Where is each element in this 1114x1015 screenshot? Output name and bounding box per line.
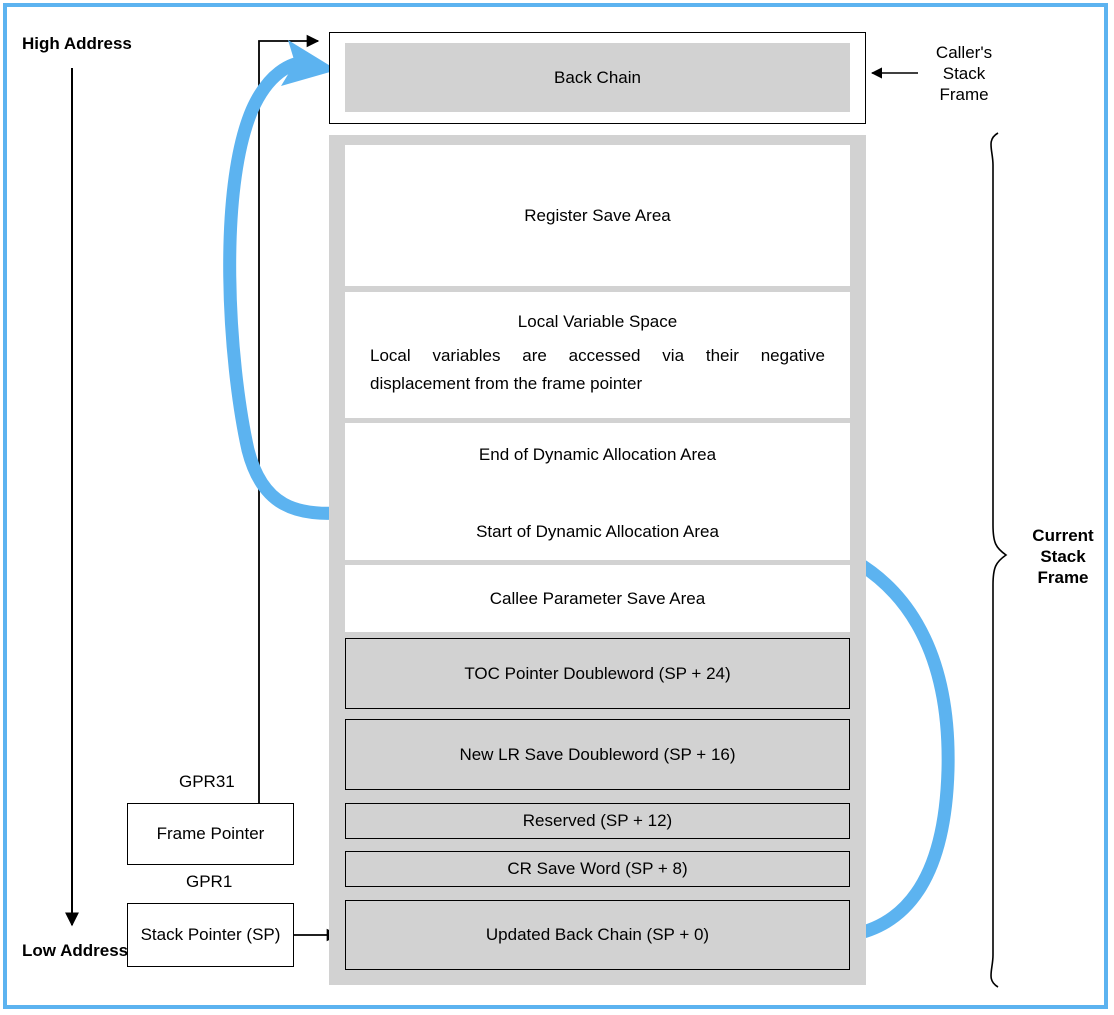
cell-local-variable-space-label: Local Variable Space — [517, 312, 678, 331]
cell-reserved[interactable]: Reserved (SP + 12) — [345, 803, 850, 839]
back-chain-pointer-arrowhead — [281, 40, 337, 86]
cell-toc-pointer-doubleword-label: TOC Pointer Doubleword (SP + 24) — [464, 663, 731, 683]
cell-register-save-area[interactable]: Register Save Area — [345, 145, 850, 286]
cell-local-variable-space-body: Local variables are accessed via their n… — [370, 346, 825, 393]
cell-local-variable-space[interactable]: Local Variable Space Local variables are… — [345, 292, 850, 418]
cell-cr-save-word-label: CR Save Word (SP + 8) — [507, 859, 688, 878]
stack-pointer-box[interactable]: Stack Pointer (SP) — [127, 903, 294, 967]
cell-toc-pointer-doubleword[interactable]: TOC Pointer Doubleword (SP + 24) — [345, 638, 850, 709]
cell-cr-save-word[interactable]: CR Save Word (SP + 8) — [345, 851, 850, 887]
cell-callee-parameter-save-area[interactable]: Callee Parameter Save Area — [345, 565, 850, 632]
frame-pointer-box-label: Frame Pointer — [156, 824, 265, 843]
high-address-label: High Address — [22, 34, 132, 53]
low-address-label: Low Address — [22, 941, 129, 960]
cell-updated-back-chain[interactable]: Updated Back Chain (SP + 0) — [345, 900, 850, 970]
gpr31-label: GPR31 — [179, 772, 235, 791]
callers-stack-frame-label: Caller's Stack Frame — [935, 43, 993, 104]
frame-pointer-box[interactable]: Frame Pointer — [127, 803, 294, 865]
callers-stack-frame-container: Back Chain — [329, 32, 866, 124]
cell-dynamic-allocation-area[interactable]: End of Dynamic Allocation Area Start of … — [345, 423, 850, 560]
current-stack-frame-brace — [990, 132, 1008, 988]
cell-dynamic-allocation-end-label: End of Dynamic Allocation Area — [478, 445, 717, 464]
cell-back-chain-label: Back Chain — [554, 67, 641, 87]
frame-pointer-connector-arrow — [258, 34, 320, 803]
current-stack-frame-container: Register Save Area Local Variable Space … — [329, 135, 866, 985]
cell-new-lr-save-doubleword-label: New LR Save Doubleword (SP + 16) — [459, 744, 736, 764]
gpr1-label: GPR1 — [186, 872, 233, 891]
cell-dynamic-allocation-start-label: Start of Dynamic Allocation Area — [476, 522, 719, 541]
cell-new-lr-save-doubleword[interactable]: New LR Save Doubleword (SP + 16) — [345, 719, 850, 790]
cell-register-save-area-label: Register Save Area — [524, 205, 671, 225]
cell-reserved-label: Reserved (SP + 12) — [522, 811, 673, 830]
cell-updated-back-chain-label: Updated Back Chain (SP + 0) — [485, 925, 710, 944]
current-stack-frame-label: Current Stack Frame — [1032, 526, 1094, 587]
cell-back-chain[interactable]: Back Chain — [345, 43, 850, 112]
cell-callee-parameter-save-area-label: Callee Parameter Save Area — [489, 588, 706, 608]
stack-pointer-box-label: Stack Pointer (SP) — [140, 925, 281, 944]
